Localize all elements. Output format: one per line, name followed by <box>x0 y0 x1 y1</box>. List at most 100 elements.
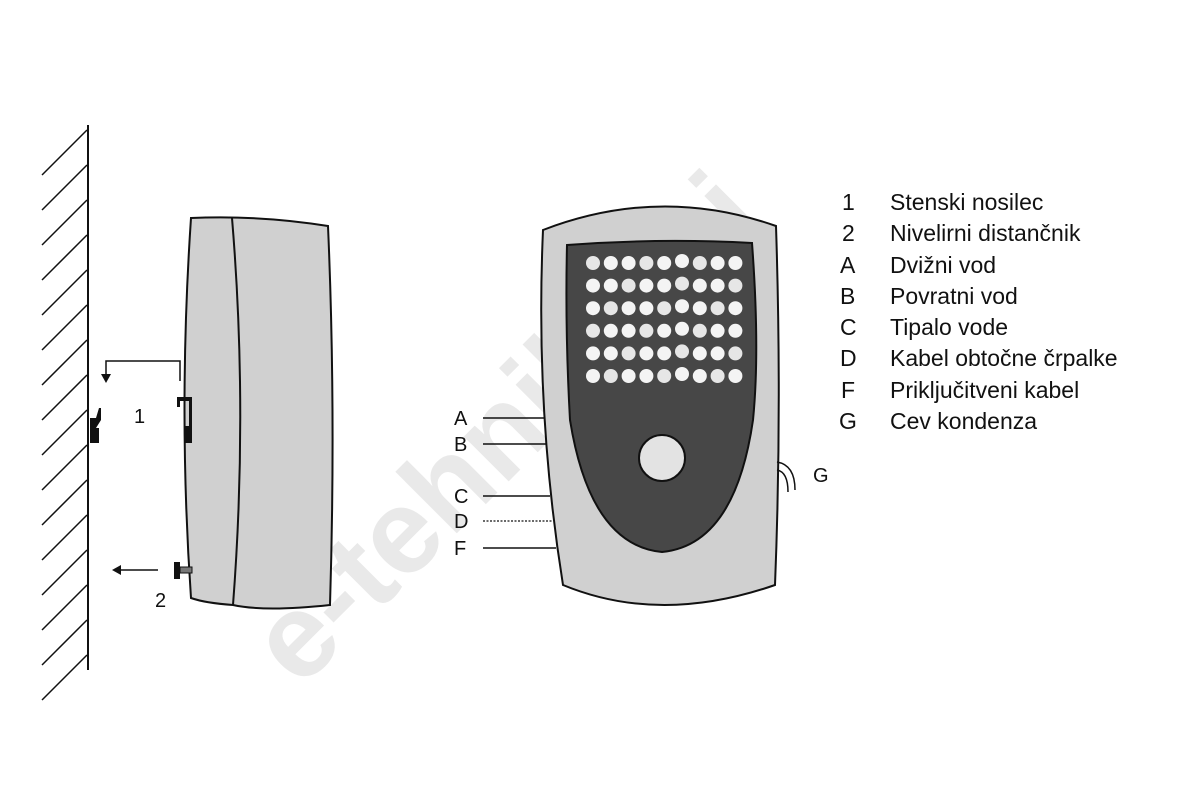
wall-hatch-line <box>41 549 88 596</box>
vent-hole <box>586 278 600 293</box>
legend-key: G <box>839 408 857 434</box>
wall-hatch-line <box>41 444 88 491</box>
wall-hatch-line <box>41 409 88 456</box>
vent-hole <box>621 323 636 338</box>
side-view-device: 1 2 <box>90 216 334 612</box>
vent-hole <box>639 323 654 338</box>
wall-hatch-line <box>41 514 88 561</box>
wall-hatch-line <box>41 164 88 211</box>
vent-hole <box>657 346 672 361</box>
vent-hole <box>710 323 725 338</box>
vent-hole <box>639 301 654 316</box>
legend-text: Tipalo vode <box>890 314 1008 340</box>
wall-hatch-line <box>41 339 88 386</box>
vent-hole <box>586 301 600 316</box>
wall-hatch-line <box>41 374 88 421</box>
label-g: G <box>813 465 829 487</box>
vent-hole <box>710 301 725 316</box>
vent-hole <box>728 256 743 270</box>
vent-hole <box>728 301 743 316</box>
legend-text: Dvižni vod <box>890 252 996 278</box>
vent-hole <box>639 369 654 383</box>
vent-hole <box>603 323 618 338</box>
vent-hole <box>603 369 618 383</box>
vent-hole <box>728 369 743 383</box>
front-view-device: G A B C D F <box>454 205 829 606</box>
wall-hatch-line <box>41 619 88 666</box>
wall-hatch-line <box>41 199 88 246</box>
vent-hole <box>692 323 707 338</box>
vent-hole <box>710 346 725 361</box>
legend-key: 1 <box>842 189 855 215</box>
legend-key: C <box>840 314 857 340</box>
vent-hole <box>586 369 600 383</box>
vent-hole <box>675 344 689 359</box>
legend-key: A <box>840 252 856 278</box>
vent-hole <box>657 301 672 316</box>
vent-hole <box>586 256 600 270</box>
leveling-spacer <box>174 562 180 579</box>
front-panel <box>565 239 758 554</box>
callout-1: 1 <box>134 406 145 428</box>
vent-hole <box>621 278 636 293</box>
legend: 1 Stenski nosilec 2 Nivelirni distančnik… <box>839 189 1118 434</box>
condensate-hose <box>776 461 796 491</box>
vent-hole <box>621 346 636 361</box>
vent-hole <box>675 299 689 314</box>
vent-hole <box>710 256 725 270</box>
vent-hole <box>728 346 743 361</box>
vent-hole <box>621 369 636 383</box>
arrow-1 <box>105 360 181 381</box>
legend-key: D <box>840 345 857 371</box>
callout-2: 2 <box>155 590 166 612</box>
wall-hatch-line <box>41 304 88 351</box>
legend-key: 2 <box>842 220 855 246</box>
vent-hole <box>657 369 672 383</box>
vent-hole <box>728 323 743 338</box>
vent-hole <box>675 254 689 268</box>
legend-text: Nivelirni distančnik <box>890 220 1081 246</box>
label-c: C <box>454 486 468 508</box>
device-bracket <box>177 397 192 443</box>
wall-hatch-line <box>41 584 88 631</box>
vent-hole <box>603 346 618 361</box>
wall-hatch-line <box>41 234 88 281</box>
vent-hole <box>639 346 654 361</box>
legend-text: Povratni vod <box>890 283 1018 309</box>
wall-hatch-line <box>41 269 88 316</box>
wall-hatch-line <box>41 129 88 176</box>
vent-hole <box>603 278 618 293</box>
vent-hole <box>586 346 600 361</box>
vent-hole <box>675 276 689 291</box>
vent-hole <box>692 346 707 361</box>
vent-hole <box>692 278 707 293</box>
wall-bracket <box>90 408 101 443</box>
wall-hatch-line <box>41 654 88 701</box>
ventilation-grid <box>586 254 743 383</box>
vent-hole <box>675 321 689 336</box>
vent-hole <box>728 278 743 293</box>
label-d: D <box>454 511 468 533</box>
label-f: F <box>454 538 466 560</box>
vent-hole <box>692 369 707 383</box>
wall <box>41 125 89 701</box>
wall-hatch-line <box>41 479 88 526</box>
vent-hole <box>692 301 707 316</box>
vent-hole <box>657 323 672 338</box>
vent-hole <box>639 256 654 270</box>
vent-hole <box>657 278 672 293</box>
legend-text: Stenski nosilec <box>890 189 1043 215</box>
vent-hole <box>657 256 672 270</box>
label-a: A <box>454 408 468 430</box>
vent-hole <box>621 301 636 316</box>
vent-hole <box>586 323 600 338</box>
vent-hole <box>621 256 636 270</box>
vent-hole <box>603 256 618 270</box>
legend-text: Cev kondenza <box>890 408 1037 434</box>
legend-text: Kabel obtočne črpalke <box>890 345 1118 371</box>
vent-hole <box>710 369 725 383</box>
label-b: B <box>454 434 467 456</box>
vent-hole <box>675 367 689 381</box>
legend-text: Priključitveni kabel <box>890 377 1079 403</box>
